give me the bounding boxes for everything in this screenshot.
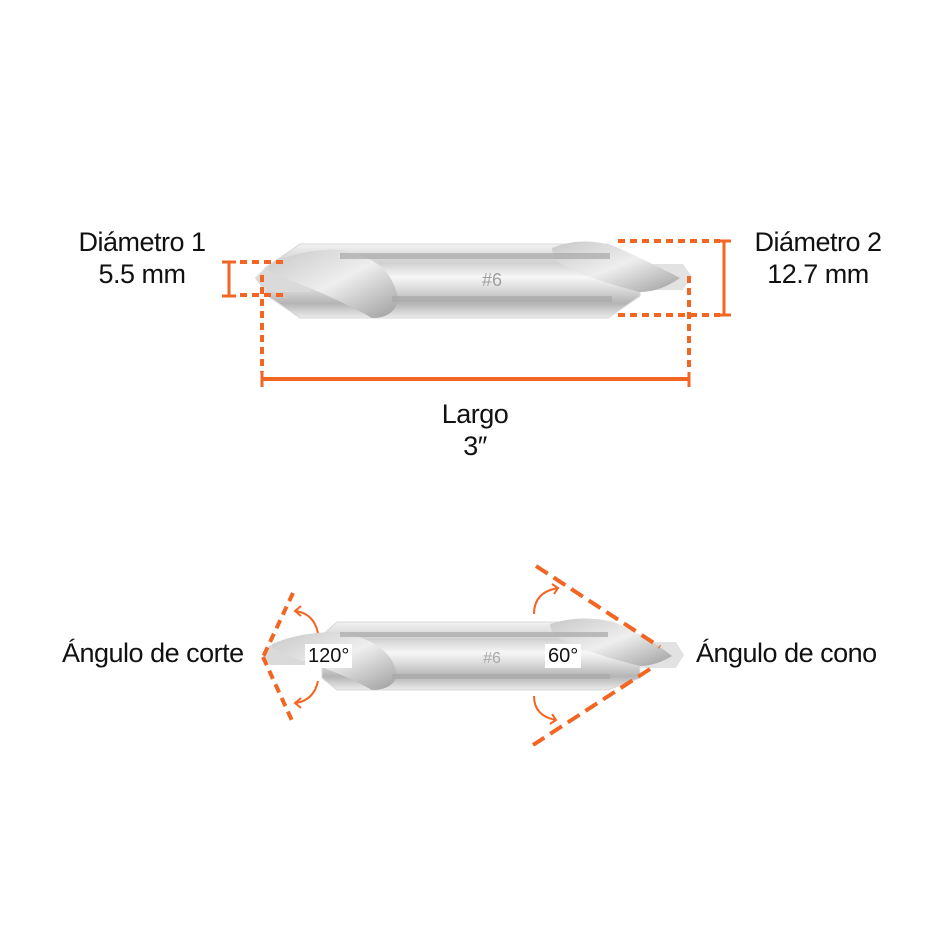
diameter1-label: Diámetro 1 5.5 mm <box>62 226 222 290</box>
diameter1-value: 5.5 mm <box>98 259 186 289</box>
cutting-angle-title: Ángulo de corte <box>62 638 244 668</box>
length-value: 3″ <box>463 431 487 461</box>
cutting-angle-label: Ángulo de corte <box>62 637 254 669</box>
cone-angle-label: Ángulo de cono <box>696 637 886 669</box>
diameter1-dimension <box>222 260 283 298</box>
diameter1-title: Diámetro 1 <box>78 227 206 257</box>
cutting-angle-value: 120° <box>305 644 353 668</box>
length-label: Largo 3″ <box>395 398 555 462</box>
diameter2-value: 12.7 mm <box>767 259 869 289</box>
diameter2-dimension <box>618 239 731 317</box>
cone-angle-indicator <box>531 564 662 747</box>
center-drill-top: #6 <box>255 241 692 319</box>
diameter2-label: Diámetro 2 12.7 mm <box>738 226 898 290</box>
diameter2-title: Diámetro 2 <box>754 227 882 257</box>
cutting-angle-indicator <box>261 592 319 726</box>
drill-marking-bottom: #6 <box>483 650 501 667</box>
cone-angle-title: Ángulo de cono <box>696 638 877 668</box>
length-dimension <box>260 275 691 387</box>
cone-angle-value: 60° <box>545 644 582 668</box>
length-title: Largo <box>441 399 509 429</box>
drill-marking-top: #6 <box>482 270 502 290</box>
